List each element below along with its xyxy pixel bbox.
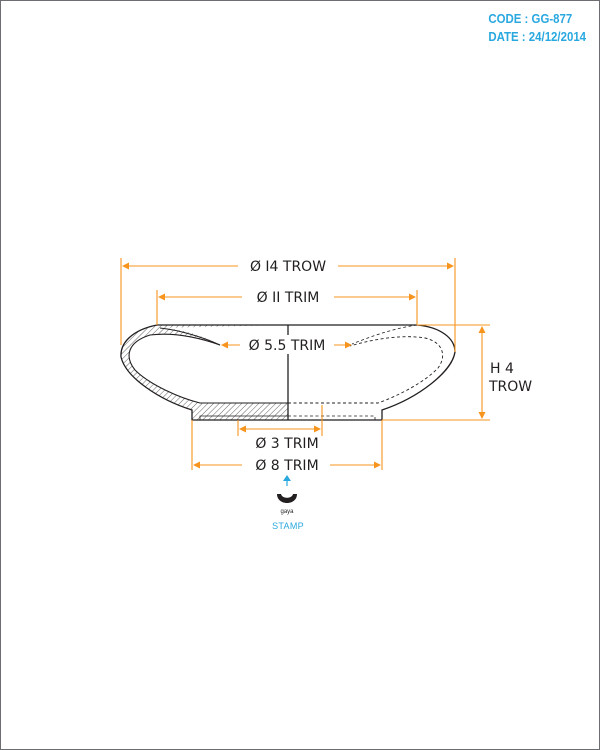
stamp-label: STAMP <box>272 521 304 531</box>
foot-ring-left <box>199 415 288 420</box>
rim-edge-left <box>159 327 221 346</box>
label-inner-bg <box>242 335 332 354</box>
label-height-value: H 4 <box>490 361 514 377</box>
stamp-indicator: gaya STAMP <box>272 475 304 531</box>
bowl-outer-profile-right <box>288 324 456 421</box>
bowl-section-view <box>120 324 456 421</box>
gaya-logo-icon: gaya <box>277 494 297 515</box>
bowl-inner-hidden-right <box>288 336 444 404</box>
bowl-inner-profile-left <box>128 333 288 404</box>
hatched-cut-surface <box>120 325 288 420</box>
drawing-meta: CODE : GG-877 DATE : 24/12/2014 <box>488 10 586 46</box>
logo-text: gaya <box>280 509 294 515</box>
foot-ring-hidden-right <box>288 415 376 420</box>
stamp-arrow-head <box>283 475 291 481</box>
dimension-lines <box>120 258 490 470</box>
label-foot-inner-diameter: Ø 3 TRIM <box>255 436 318 452</box>
rim-edge-hidden-right <box>351 324 418 345</box>
bowl-outer-profile-left <box>120 324 288 421</box>
label-outer-diameter: Ø I4 TROW <box>250 259 326 275</box>
label-height-unit: TROW <box>488 379 532 395</box>
label-foot-outer-diameter: Ø 8 TRIM <box>255 458 318 474</box>
drawing-date: DATE : 24/12/2014 <box>488 29 586 44</box>
label-trim-diameter: Ø II TRIM <box>257 290 320 306</box>
label-inner-diameter: Ø 5.5 TRIM <box>249 338 326 354</box>
product-code: CODE : GG-877 <box>488 11 573 26</box>
